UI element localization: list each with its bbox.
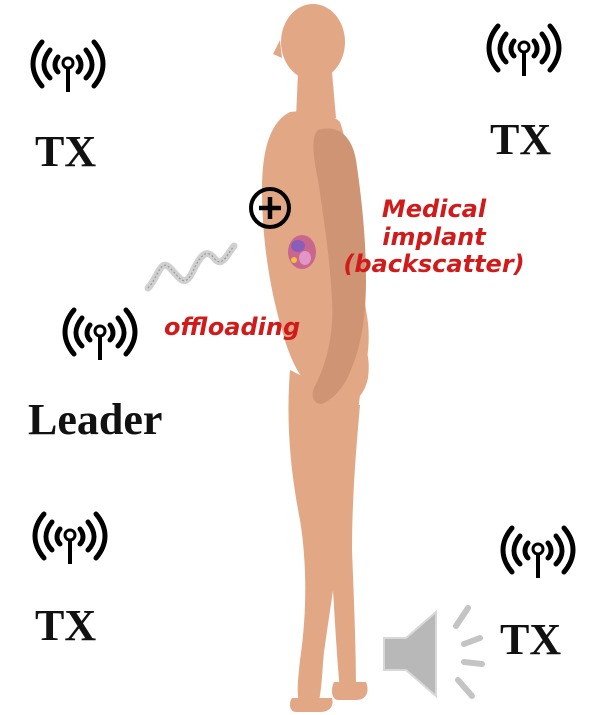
antenna-leader-icon bbox=[60, 298, 140, 360]
antenna-top-right-icon bbox=[484, 14, 564, 76]
circled-plus-icon bbox=[246, 184, 294, 232]
tx-label-top-right: TX bbox=[490, 118, 551, 162]
medical-implant-line3: (backscatter) bbox=[312, 251, 556, 279]
medical-implant-line1: Medical bbox=[312, 196, 556, 224]
medical-implant-line2: implant bbox=[312, 224, 556, 252]
signal-wave bbox=[140, 228, 240, 298]
tx-label-bottom-left: TX bbox=[35, 604, 96, 648]
offloading-label: offloading bbox=[164, 314, 300, 342]
tx-label-bottom-right: TX bbox=[500, 618, 561, 662]
medical-implant-label: Medical implant (backscatter) bbox=[312, 196, 556, 279]
leader-label: Leader bbox=[28, 398, 162, 442]
tx-label-top-left: TX bbox=[35, 130, 96, 174]
antenna-bottom-right-icon bbox=[498, 516, 578, 578]
speaker-volume-icon[interactable] bbox=[380, 598, 502, 710]
antenna-bottom-left-icon bbox=[30, 502, 110, 564]
antenna-top-left-icon bbox=[28, 30, 108, 92]
